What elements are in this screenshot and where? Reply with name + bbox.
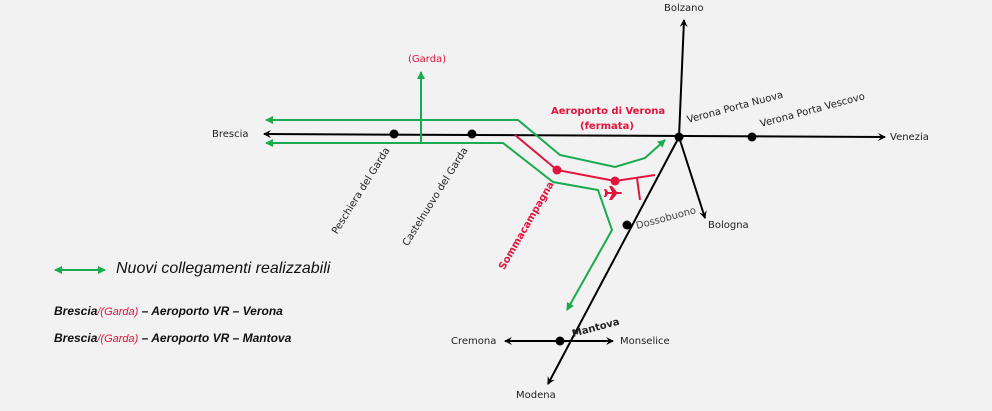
label-modena: Modena [516, 390, 556, 401]
label-sommacampagna: Sommacampagna [497, 180, 556, 272]
route-garda: /(Garda) [97, 333, 139, 345]
station-mantova [555, 336, 565, 346]
label-bolzano: Bolzano [664, 3, 704, 14]
airport-link [514, 134, 656, 183]
airplane-icon [604, 186, 622, 200]
station-sommacampagna [552, 165, 562, 175]
station-castelnuovo [467, 129, 477, 139]
station-verona-porta-vescovo [747, 132, 757, 142]
station-dossobuono [622, 220, 632, 230]
label-castelnuovo: Castelnuovo del Garda [401, 146, 471, 248]
station-peschiera [389, 129, 399, 139]
label-airport: Aeroporto di Verona [551, 106, 665, 117]
route-start: Brescia [54, 304, 98, 318]
legend-new-links: Nuovi collegamenti realizzabili [116, 260, 331, 277]
label-dossobuono: Dossobuono [635, 205, 697, 232]
route-rest: – Aeroporto VR – Verona [138, 304, 283, 318]
label-brescia: Brescia [212, 129, 249, 140]
label-bologna: Bologna [708, 220, 749, 231]
label-mantova: Mantova [571, 317, 621, 340]
route-start: Brescia [54, 331, 98, 345]
rail-bologna [678, 136, 707, 219]
legend-route-mantova: Brescia/(Garda) – Aeroporto VR – Mantova [54, 331, 291, 345]
station-airport [610, 176, 620, 186]
rail-brescia-venezia [263, 130, 886, 141]
label-cremona: Cremona [451, 336, 496, 347]
new-link-lower [265, 139, 614, 311]
label-venezia: Venezia [890, 132, 929, 143]
label-monselice: Monselice [620, 336, 670, 347]
airport-branch [636, 177, 641, 201]
label-airport-fermata: (fermata) [580, 121, 634, 132]
rail-bolzano [678, 19, 688, 138]
route-garda: /(Garda) [97, 306, 139, 318]
label-garda: (Garda) [408, 54, 446, 65]
new-link-upper [265, 116, 666, 169]
route-rest: – Aeroporto VR – Mantova [138, 331, 292, 345]
station-verona-porta-nuova [674, 132, 684, 142]
label-peschiera: Peschiera del Garda [330, 146, 392, 237]
legend-route-verona: Brescia/(Garda) – Aeroporto VR – Verona [54, 304, 283, 318]
